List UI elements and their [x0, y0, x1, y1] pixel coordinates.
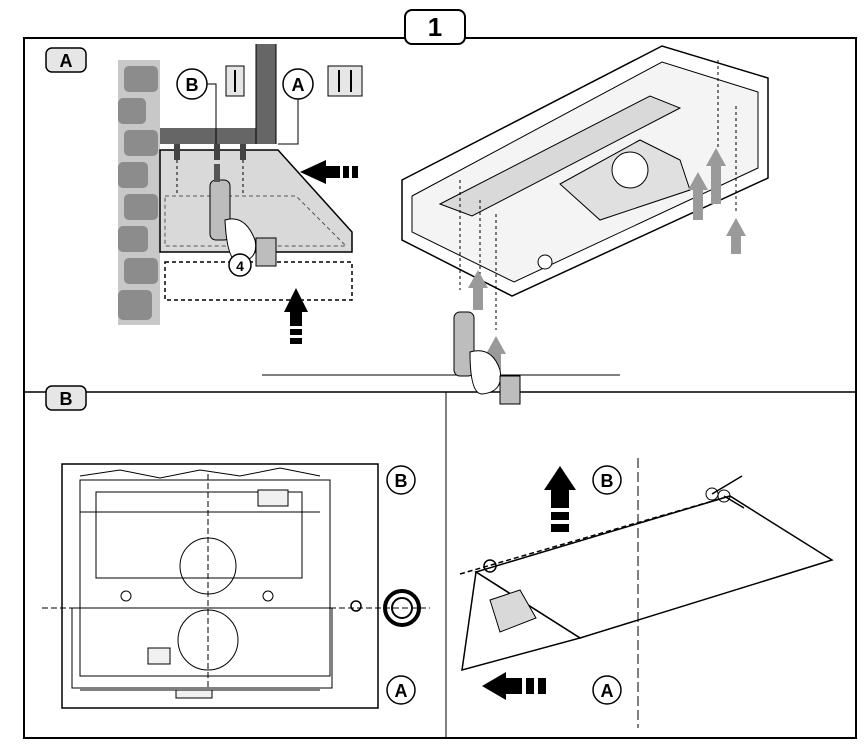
callout-label: A	[292, 75, 305, 95]
callout-a-template: A	[386, 675, 416, 705]
wall-plug-icon	[327, 65, 363, 97]
callout-a-cut: A	[592, 675, 622, 705]
cut-template	[459, 458, 834, 728]
drill-icon	[209, 164, 277, 267]
callout-b-left: B	[176, 68, 217, 144]
cut-arrow-left	[482, 672, 546, 700]
cut-arrow-up	[544, 466, 576, 532]
step-number: 1	[428, 12, 442, 42]
section-tag-a: A	[45, 47, 87, 73]
hood-underside	[401, 45, 769, 330]
lift-arrow-up	[284, 288, 308, 344]
callout-a-left: A	[278, 68, 314, 145]
push-arrow-left	[300, 160, 358, 184]
callout-b-template: B	[386, 465, 416, 495]
section-tag-b: B	[45, 385, 87, 411]
callout-b-cut: B	[592, 465, 622, 495]
wall-plug-screws	[174, 144, 246, 196]
scissors-icon	[705, 475, 745, 509]
screw-count-badge: 4	[228, 253, 252, 277]
mount-arrows-gray	[468, 148, 746, 370]
callout-label: B	[395, 471, 408, 491]
hood-body	[159, 149, 353, 301]
callout-label: A	[395, 681, 408, 701]
hood-template-icon	[42, 463, 430, 709]
drill-icon	[453, 311, 521, 405]
wall-plug-ring	[383, 589, 421, 627]
section-label: B	[60, 389, 73, 409]
callout-label: A	[601, 681, 614, 701]
screw-count: 4	[236, 258, 244, 274]
step-badge	[404, 9, 466, 45]
brick-wall	[118, 60, 160, 325]
section-label: A	[60, 51, 73, 71]
callout-label: B	[601, 471, 614, 491]
screw-icon	[225, 65, 245, 97]
ceiling-section	[160, 44, 277, 144]
callout-label: B	[186, 75, 199, 95]
